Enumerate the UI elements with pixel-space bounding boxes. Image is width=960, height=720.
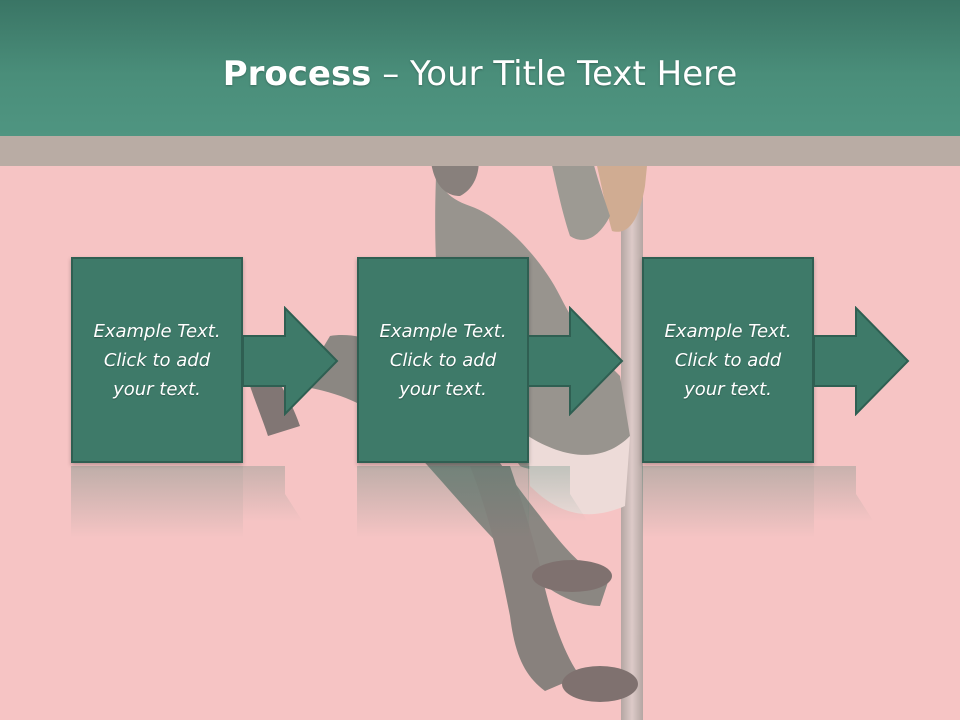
step-2-line-3: your text. bbox=[399, 378, 487, 400]
process-step-2[interactable]: Example Text. Click to add your text. bbox=[357, 257, 529, 463]
process-step-3[interactable]: Example Text. Click to add your text. bbox=[642, 257, 814, 463]
step-3-line-2: Click to add bbox=[674, 349, 782, 371]
step-1-line-3: your text. bbox=[113, 378, 201, 400]
title-rest: – Your Title Text Here bbox=[371, 54, 738, 94]
step-3-line-3: your text. bbox=[684, 378, 772, 400]
step-3-line-1: Example Text. bbox=[664, 320, 792, 342]
boot bbox=[250, 381, 300, 436]
step-1-text: Example Text. Click to add your text. bbox=[77, 317, 237, 404]
arrow-reflection bbox=[528, 466, 588, 522]
leg-right bbox=[470, 466, 580, 691]
title-bold: Process bbox=[222, 54, 372, 94]
step-3-text: Example Text. Click to add your text. bbox=[648, 317, 808, 404]
shoe-bottom bbox=[562, 666, 638, 702]
step-1-reflection bbox=[71, 466, 243, 538]
pole bbox=[621, 136, 643, 720]
shoe-top bbox=[532, 560, 612, 592]
slide-title[interactable]: Process – Your Title Text Here bbox=[0, 48, 960, 100]
title-bar bbox=[0, 0, 960, 136]
step-2-reflection bbox=[357, 466, 529, 538]
step-3-reflection bbox=[642, 466, 814, 538]
step-2-line-1: Example Text. bbox=[379, 320, 507, 342]
step-1-line-2: Click to add bbox=[103, 349, 211, 371]
title-band bbox=[0, 136, 960, 166]
step-2-line-2: Click to add bbox=[389, 349, 497, 371]
arrow-right-icon bbox=[243, 306, 339, 416]
arrow-reflection bbox=[243, 466, 303, 522]
step-2-text: Example Text. Click to add your text. bbox=[363, 317, 523, 404]
arrow-right-icon bbox=[814, 306, 910, 416]
arrow-reflection bbox=[814, 466, 874, 522]
process-step-1[interactable]: Example Text. Click to add your text. bbox=[71, 257, 243, 463]
step-1-line-1: Example Text. bbox=[93, 320, 221, 342]
arrow-right-icon bbox=[528, 306, 624, 416]
